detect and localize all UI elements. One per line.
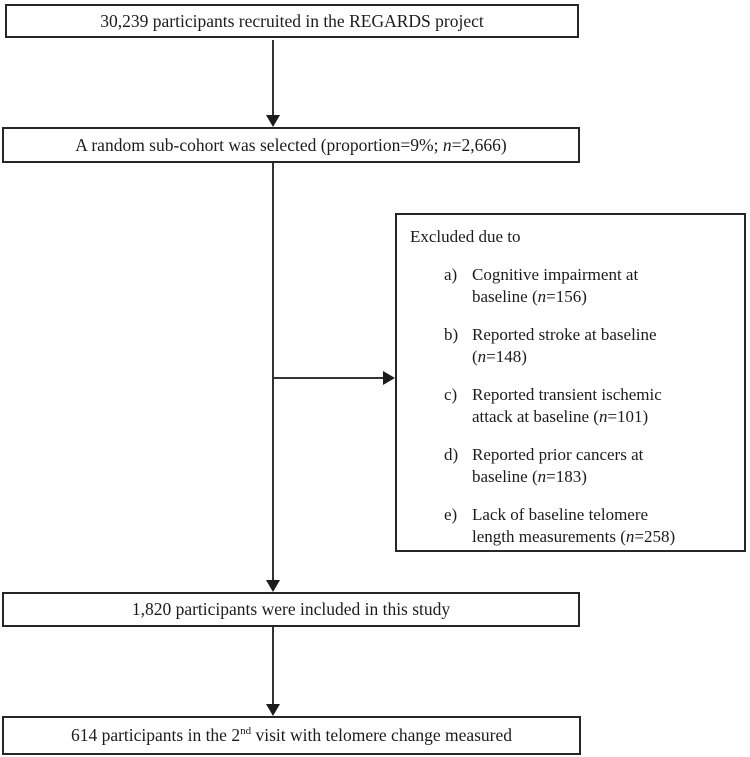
arrowhead-down-icon — [266, 115, 280, 127]
excluded-item-a-line2-pre: baseline ( — [472, 287, 538, 306]
second-visit-ordinal-suffix: nd — [240, 725, 252, 738]
arrowhead-down-icon — [266, 704, 280, 716]
excluded-item-e-text: Lack of baseline telomere length measurem… — [472, 504, 675, 548]
excluded-item-a-n-symbol: n — [537, 287, 547, 306]
excluded-item-e-n-symbol: n — [625, 527, 635, 546]
excluded-item-c: c) Reported transient ischemic attack at … — [444, 384, 744, 428]
excluded-item-e-line1: Lack of baseline telomere — [472, 505, 649, 524]
excluded-item-e-line2-pre: length measurements ( — [472, 527, 626, 546]
excluded-item-d-n-symbol: n — [537, 467, 547, 486]
subcohort-text-post: =2,666) — [451, 134, 507, 155]
excluded-item-b-line2-post: =148) — [486, 347, 527, 366]
subcohort-text-pre: A random sub-cohort was selected (propor… — [75, 134, 443, 155]
connector-line-included-to-secondvisit — [272, 627, 274, 706]
excluded-item-b: b) Reported stroke at baseline (n=148) — [444, 324, 744, 368]
second-visit-text-post: visit with telomere change measured — [251, 725, 513, 746]
subcohort-box: A random sub-cohort was selected (propor… — [2, 127, 580, 163]
excluded-item-c-n-symbol: n — [598, 407, 608, 426]
excluded-item-b-n-symbol: n — [477, 347, 487, 366]
excluded-item-d-line2-pre: baseline ( — [472, 467, 538, 486]
excluded-item-c-line1: Reported transient ischemic — [472, 385, 662, 404]
excluded-item-a-line2-post: =156) — [546, 287, 587, 306]
excluded-item-c-line2-pre: attack at baseline ( — [472, 407, 599, 426]
connector-line-subcohort-to-included — [272, 163, 274, 582]
excluded-item-b-label: b) — [444, 325, 459, 344]
excluded-item-a: a) Cognitive impairment at baseline (n=15… — [444, 264, 744, 308]
excluded-item-e-label: e) — [444, 505, 458, 524]
excluded-item-d-label: d) — [444, 445, 459, 464]
excluded-item-a-label: a) — [444, 265, 458, 284]
arrowhead-right-icon — [383, 371, 395, 385]
second-visit-box: 614 participants in the 2nd visit with t… — [2, 716, 581, 755]
connector-line-branch-to-excluded — [273, 377, 385, 379]
subcohort-n-symbol: n — [442, 134, 452, 155]
excluded-item-b-text: Reported stroke at baseline (n=148) — [472, 324, 657, 368]
included-text: 1,820 participants were included in this… — [131, 599, 451, 620]
excluded-item-c-line2-post: =101) — [607, 407, 649, 426]
excluded-item-c-text: Reported transient ischemic attack at bas… — [472, 384, 662, 428]
included-box: 1,820 participants were included in this… — [2, 592, 580, 627]
excluded-item-d-line2-post: =183) — [546, 467, 587, 486]
recruited-text: 30,239 participants recruited in the REG… — [100, 10, 484, 31]
excluded-title: Excluded due to — [410, 227, 521, 246]
excluded-item-b-line1: Reported stroke at baseline — [472, 325, 657, 344]
second-visit-text: 614 participants in the 2nd visit with t… — [71, 725, 512, 745]
excluded-item-a-text: Cognitive impairment at baseline (n=156) — [472, 264, 638, 308]
recruited-box: 30,239 participants recruited in the REG… — [5, 4, 579, 38]
second-visit-text-pre: 614 participants in the 2 — [70, 725, 241, 746]
excluded-box: Excluded due to a) Cognitive impairment … — [395, 213, 746, 552]
excluded-item-c-label: c) — [444, 385, 458, 404]
excluded-item-b-line2-pre: ( — [472, 347, 478, 366]
excluded-item-e-line2-post: =258) — [634, 527, 676, 546]
excluded-item-e: e) Lack of baseline telomere length measu… — [444, 504, 744, 548]
excluded-item-d: d) Reported prior cancers at baseline (n=… — [444, 444, 744, 488]
connector-line-recruited-to-subcohort — [272, 40, 274, 117]
excluded-item-d-text: Reported prior cancers at baseline (n=183… — [472, 444, 643, 488]
arrowhead-down-icon — [266, 580, 280, 592]
excluded-item-d-line1: Reported prior cancers at — [472, 445, 644, 464]
subcohort-text: A random sub-cohort was selected (propor… — [75, 135, 506, 155]
excluded-item-a-line1: Cognitive impairment at — [472, 265, 639, 284]
